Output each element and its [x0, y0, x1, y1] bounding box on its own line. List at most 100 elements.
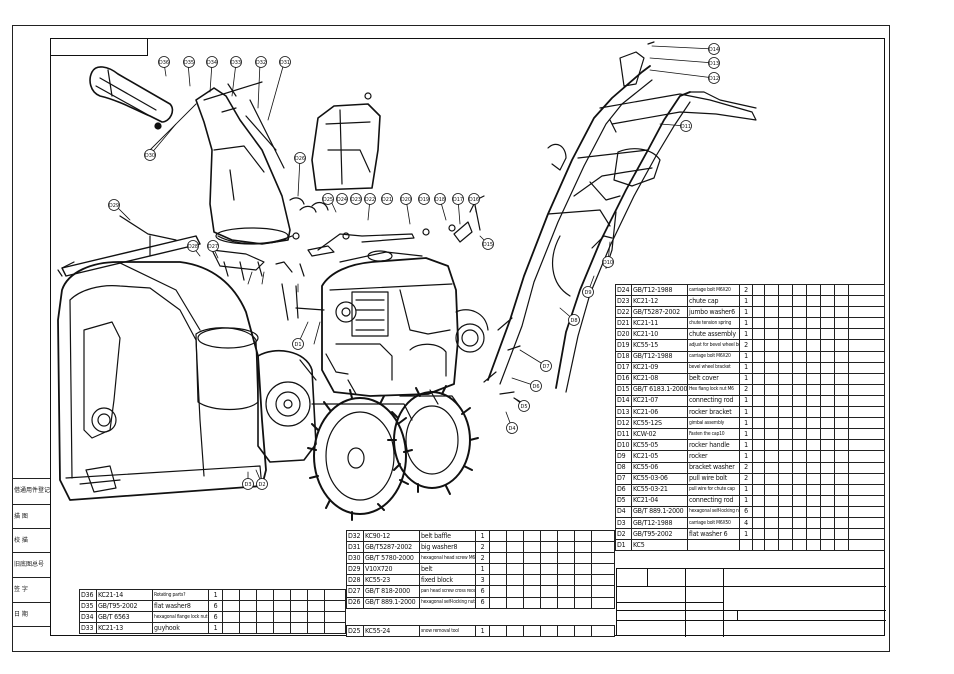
- callout-label: D12: [709, 76, 719, 82]
- bom-cell-blank: [540, 529, 558, 543]
- bom-cell-blank: [792, 439, 807, 452]
- bom-cell-blank: [834, 383, 849, 396]
- bom-cell-no: D32: [346, 529, 364, 543]
- bom-cell-blank: [778, 494, 793, 507]
- bom-cell-blank: [834, 350, 849, 363]
- bom-cell-blank: [834, 428, 849, 441]
- bom-cell-blank: [848, 295, 885, 308]
- bom-cell-no: D14: [615, 394, 632, 408]
- bom-cell-qty: 2: [739, 472, 753, 485]
- callout-circle: [256, 478, 268, 490]
- bom-cell-blank: [820, 328, 835, 341]
- bom-cell-blank: [806, 428, 821, 441]
- bom-cell-qty: 1: [739, 317, 753, 330]
- bom-cell-blank: [574, 541, 592, 554]
- bom-cell-blank: [764, 539, 779, 552]
- bom-cell-blank: [506, 529, 524, 543]
- callout-circle: [540, 360, 552, 372]
- callout-circle: [364, 193, 376, 205]
- bom-cell-code: KC55-03-06: [631, 472, 688, 485]
- bom-cell-blank: [591, 541, 615, 554]
- callout-circle: [418, 193, 430, 205]
- bom-cell-blank: [820, 317, 835, 330]
- bom-cell-blank: [506, 624, 524, 638]
- bom-cell-blank: [752, 328, 765, 341]
- bom-cell-blank: [848, 483, 885, 496]
- bom-cell-blank: [806, 283, 821, 297]
- callout-label: D1: [294, 342, 301, 348]
- bom-cell-name: connecting rod: [687, 394, 740, 408]
- callout-circle: [292, 338, 304, 350]
- bom-cell-blank: [752, 350, 765, 363]
- bom-cell-blank: [489, 574, 507, 587]
- bom-cell-code: V10X720: [363, 563, 420, 576]
- bom-cell-qty: 1: [739, 528, 753, 541]
- callout-circle: [255, 56, 267, 68]
- bom-cell-no: D36: [79, 588, 97, 602]
- callout-circle: [350, 193, 362, 205]
- bom-cell-qty: 4: [739, 516, 753, 530]
- callout-label: D31: [280, 60, 290, 66]
- bom-cell-blank: [307, 588, 325, 602]
- bom-cell-qty: 6: [208, 611, 223, 624]
- bom-cell-blank: [256, 611, 274, 624]
- bom-cell-blank: [834, 306, 849, 319]
- bom-cell-blank: [806, 516, 821, 530]
- bom-cell-blank: [764, 361, 779, 374]
- bom-cell-blank: [820, 461, 835, 474]
- callout-label: D10: [603, 260, 613, 266]
- record-label: 校 描: [14, 536, 28, 544]
- bom-cell-no: D13: [615, 406, 632, 419]
- bom-cell-blank: [752, 472, 765, 485]
- bom-cell-blank: [557, 585, 575, 598]
- bom-cell-blank: [792, 328, 807, 341]
- bom-cell-blank: [806, 417, 821, 430]
- bom-cell-blank: [752, 317, 765, 330]
- bom-cell-blank: [806, 505, 821, 518]
- bom-cell-blank: [820, 306, 835, 319]
- bom-cell-blank: [752, 505, 765, 518]
- bom-cell-name: belt cover: [687, 372, 740, 385]
- bom-cell-blank: [848, 516, 885, 530]
- bom-cell-no: D5: [615, 494, 632, 507]
- bom-cell-blank: [752, 406, 765, 419]
- bom-cell-qty: 6: [475, 585, 490, 598]
- bom-cell-blank: [848, 394, 885, 408]
- bom-cell-blank: [764, 516, 779, 530]
- bom-cell-no: D18: [615, 350, 632, 363]
- title-block: [616, 568, 886, 637]
- bom-cell-name: carriage bolt M6X20: [687, 283, 740, 297]
- bom-cell-blank: [834, 339, 849, 352]
- bom-cell-blank: [806, 461, 821, 474]
- callout-circle: [602, 256, 614, 268]
- bom-cell-qty: 1: [739, 417, 753, 430]
- bom-cell-code: GB/T95-2002: [96, 600, 153, 613]
- bom-cell-name: bevel wheel bracket: [687, 361, 740, 374]
- bom-cell-blank: [752, 516, 765, 530]
- bom-cell-blank: [792, 383, 807, 396]
- bom-cell-blank: [806, 439, 821, 452]
- bom-cell-blank: [752, 306, 765, 319]
- bom-cell-name: carriage bolt M6X20: [687, 350, 740, 363]
- bom-cell-qty: 2: [475, 541, 490, 554]
- bom-cell-blank: [820, 539, 835, 552]
- bom-cell-qty: 1: [208, 588, 223, 602]
- callout-label: D34: [207, 60, 217, 66]
- bom-cell-blank: [792, 472, 807, 485]
- bom-cell-no: D4: [615, 505, 632, 518]
- bom-cell-blank: [820, 472, 835, 485]
- belt-cover: [311, 92, 381, 191]
- bom-cell-blank: [752, 361, 765, 374]
- bom-cell-blank: [557, 563, 575, 576]
- bom-cell-blank: [792, 450, 807, 463]
- bom-cell-blank: [764, 383, 779, 396]
